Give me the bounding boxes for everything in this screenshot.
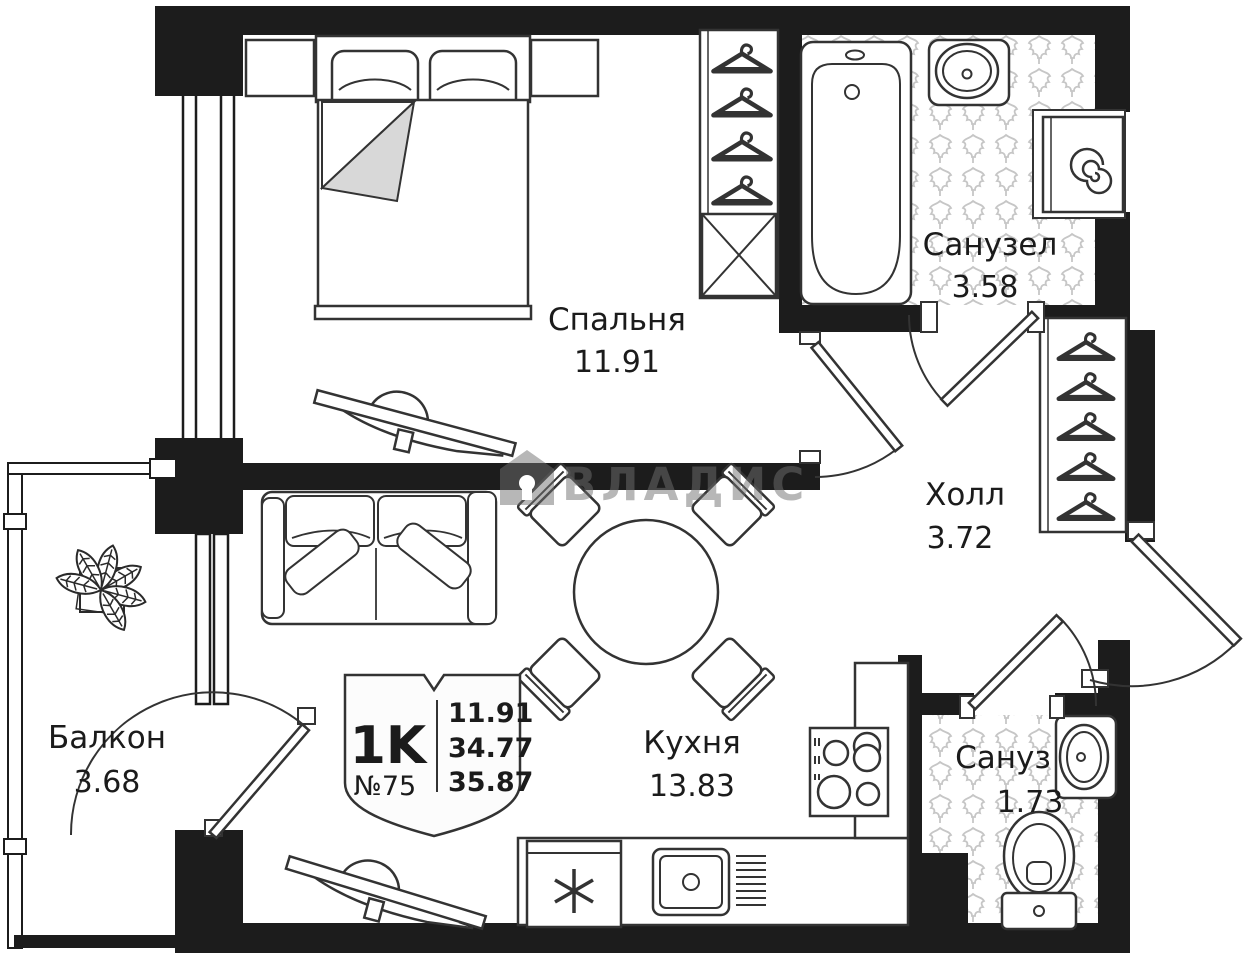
watermark: ВЛАДИС <box>500 450 809 511</box>
balcony-area: 3.68 <box>74 765 141 800</box>
badge-number: №75 <box>354 771 416 802</box>
dining-table-icon <box>572 518 720 666</box>
nightstand-right-icon <box>529 38 600 98</box>
door-leaf <box>207 722 311 840</box>
bathroom-door <box>908 301 1045 408</box>
badge-type: 1K <box>350 716 428 776</box>
badge-area-living: 11.91 <box>448 698 533 729</box>
bedroom-wardrobe <box>698 28 780 300</box>
hall-wardrobe <box>1038 316 1128 534</box>
doors <box>69 301 1243 840</box>
kitchen-balcony-window <box>194 532 230 706</box>
door-arc <box>1089 641 1238 688</box>
wc-door <box>959 613 1098 719</box>
nightstand-left-icon <box>244 38 316 98</box>
wc-area: 1.73 <box>997 785 1064 820</box>
bathroom-fixtures <box>799 38 1126 306</box>
living-furniture <box>260 461 777 950</box>
badge-area-total: 35.87 <box>448 767 533 798</box>
bedroom-door <box>799 331 904 479</box>
wc-fixtures <box>1000 714 1118 931</box>
balcony-glazing <box>3 458 177 949</box>
fridge-icon <box>525 839 623 929</box>
room-labels: Спальня 11.91 Санузел 3.58 Холл 3.72 Кух… <box>48 227 1063 820</box>
entry-door <box>1081 521 1243 688</box>
bathroom-sink-icon <box>927 38 1011 107</box>
badge-shield <box>343 673 522 838</box>
kitchen-label: Кухня <box>643 725 741 761</box>
kitchen-sink-icon <box>651 847 766 917</box>
door-arc <box>1059 617 1098 707</box>
stove-icon <box>808 726 890 818</box>
kitchen-appliances <box>516 661 910 929</box>
bedroom-window <box>181 96 236 438</box>
bedroom-area: 11.91 <box>574 345 660 380</box>
bed-icon <box>313 34 533 321</box>
bathtub-icon <box>799 40 913 306</box>
washing-machine-icon <box>1032 109 1126 219</box>
watermark-house-icon <box>500 450 554 505</box>
bathroom-label: Санузел <box>923 227 1058 263</box>
wc-label: Сануз <box>955 740 1051 776</box>
dining-set <box>515 461 777 723</box>
snowflake-icon <box>554 869 594 913</box>
door-arc <box>814 447 899 479</box>
wc-sink-icon <box>1054 714 1118 800</box>
bedroom-label: Спальня <box>548 302 686 338</box>
washer-drum-spiral-icon <box>1069 147 1113 195</box>
toilet-icon <box>1000 810 1078 931</box>
balcony-door <box>69 691 316 840</box>
watermark-text: ВЛАДИС <box>562 458 809 511</box>
apartment-badge: 1K №75 11.91 34.77 35.87 <box>343 673 533 838</box>
door-leaf <box>1129 532 1243 648</box>
plant-icon <box>53 542 149 636</box>
door-leaf <box>939 309 1040 408</box>
hall-label: Холл <box>925 477 1005 513</box>
door-arc <box>69 691 307 836</box>
drainboard-icon <box>736 855 766 906</box>
door-leaf <box>809 340 904 453</box>
hall-area: 3.72 <box>927 521 994 556</box>
door-arc <box>908 314 946 404</box>
door-leaf <box>967 613 1065 711</box>
bathroom-area: 3.58 <box>952 270 1019 305</box>
bedroom-furniture <box>244 34 600 477</box>
badge-area-main: 34.77 <box>448 733 533 764</box>
balcony-label: Балкон <box>48 720 166 756</box>
sofa-icon <box>260 490 498 626</box>
kitchen-area: 13.83 <box>649 769 735 804</box>
